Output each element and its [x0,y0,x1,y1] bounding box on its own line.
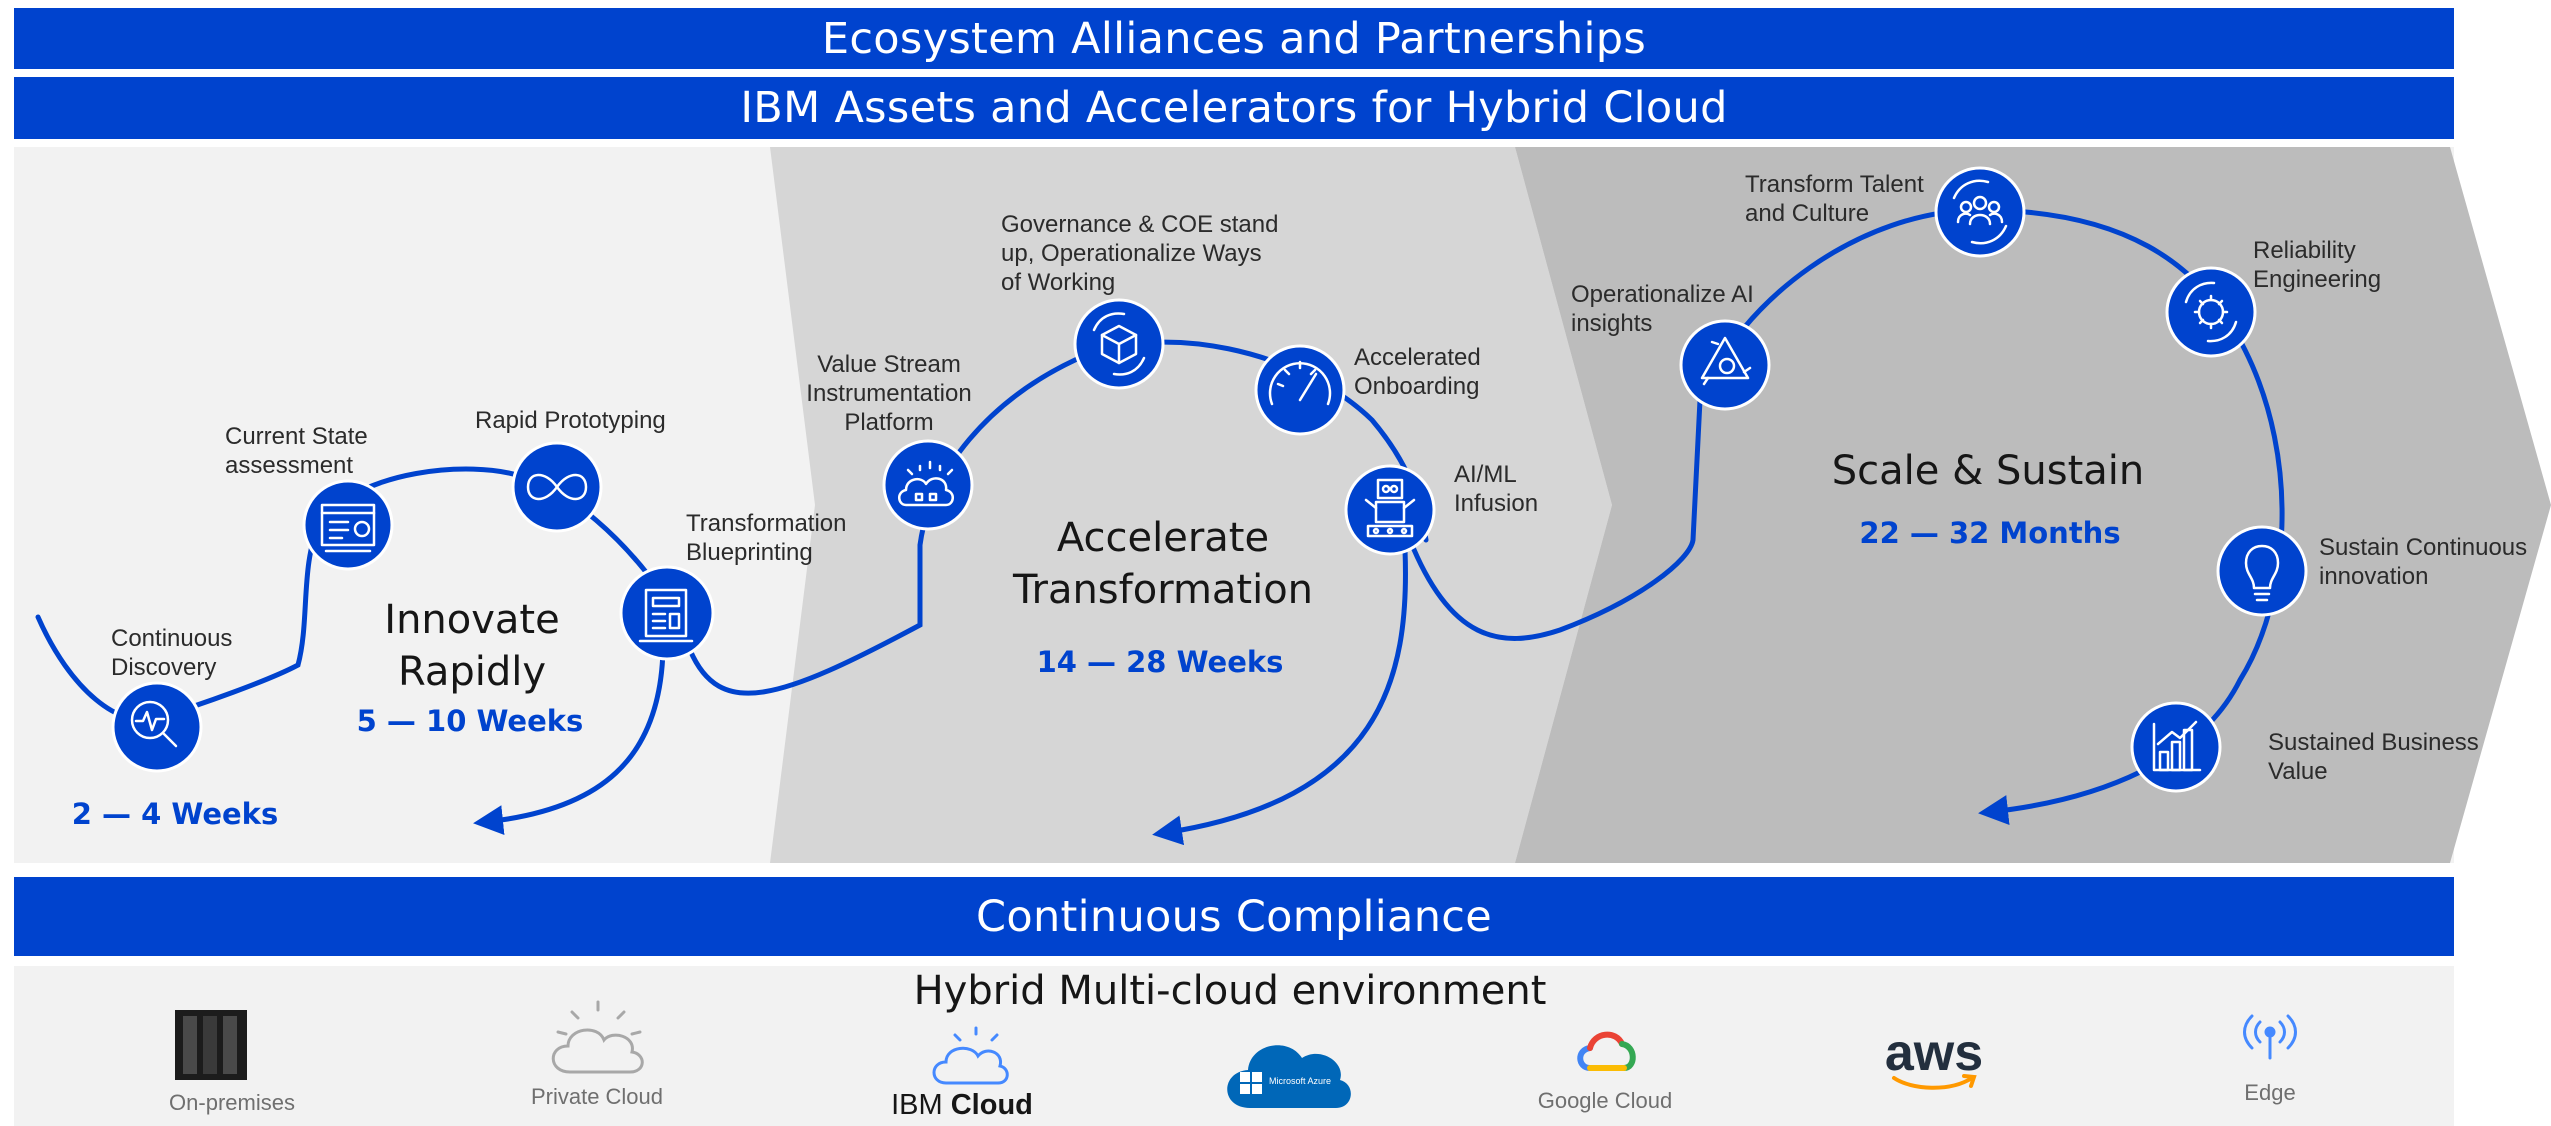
cloud-sun-icon [551,1000,644,1074]
step-label-onboarding-2: Onboarding [1354,373,1479,400]
stage-1-title-line1: Innovate [384,597,559,643]
step-label-sustain-innovation-2: innovation [2319,563,2428,590]
step-label-value-stream-1: Value Stream [817,351,961,378]
provider-label-private-cloud: Private Cloud [531,1084,663,1109]
compliance-band: Continuous Compliance [14,877,2454,956]
curve-bridge-1 [687,339,1429,696]
initial-duration: 2 — 4 Weeks [72,797,278,831]
step-label-current-state-2: assessment [225,452,353,479]
server-rack-icon [175,1010,247,1080]
step-label-governance-3: of Working [1001,269,1115,296]
step-label-aiml-1: AI/ML [1454,461,1517,488]
robot-icon [1344,464,1436,556]
step-label-business-value-1: Sustained Business [2268,729,2479,756]
step-label-blueprinting-1: Transformation [686,510,847,537]
stage-2-background [770,147,1612,863]
ecosystem-band: Ecosystem Alliances and Partnerships [14,8,2454,69]
stage-1-duration: 5 — 10 Weeks [357,704,584,738]
step-label-business-value-2: Value [2268,758,2328,785]
step-label-operationalize-ai-1: Operationalize AI [1571,281,1754,308]
stage-2-title-line2: Transformation [1012,567,1313,613]
provider-label-cloud: Cloud [951,1089,1033,1121]
step-label-sustain-innovation-1: Sustain Continuous [2319,534,2527,561]
people-cycle-icon [1934,166,2026,258]
environment-title: Hybrid Multi-cloud environment [914,968,1547,1014]
search-pulse-icon [111,681,203,773]
assets-band: IBM Assets and Accelerators for Hybrid C… [14,77,2454,139]
stage-2-title-line1: Accelerate [1057,515,1269,561]
step-label-governance-2: up, Operationalize Ways [1001,240,1262,267]
provider-label-ibm-cloud: IBM Cloud [891,1089,1033,1121]
step-label-onboarding-1: Accelerated [1354,344,1481,371]
aws-smile-icon [1892,1074,1977,1090]
step-label-talent-2: and Culture [1745,200,1869,227]
dashboard-icon [302,479,394,571]
curve-accelerate-return [1152,547,1408,846]
provider-label-edge: Edge [2244,1080,2295,1105]
step-label-talent-1: Transform Talent [1745,171,1924,198]
provider-label-azure: Microsoft Azure [1269,1076,1331,1086]
speedometer-icon [1254,344,1346,436]
provider-label-on-premises: On-premises [169,1090,295,1115]
azure-cloud-icon: Microsoft Azure [1227,1045,1351,1108]
growth-chart-icon [2130,701,2222,793]
provider-label-ibm: IBM [891,1089,943,1121]
stage-3-duration: 22 — 32 Months [1859,516,2120,550]
antenna-icon [2243,1014,2297,1060]
step-label-continuous-discovery-2: Discovery [111,654,216,681]
provider-label-aws: aws [1885,1024,1983,1082]
step-label-reliability-2: Engineering [2253,266,2381,293]
recycle-ai-icon [1679,319,1771,411]
provider-label-google-cloud: Google Cloud [1538,1088,1673,1113]
google-cloud-icon [1577,1031,1636,1071]
step-label-value-stream-3: Platform [844,409,933,436]
step-label-value-stream-2: Instrumentation [806,380,971,407]
step-label-governance-1: Governance & COE stand [1001,211,1278,238]
cube-cycle-icon [1073,298,1165,390]
step-label-operationalize-ai-2: insights [1571,310,1652,337]
step-label-continuous-discovery-1: Continuous [111,625,232,652]
infinity-icon [511,441,603,533]
stage-2-duration: 14 — 28 Weeks [1037,645,1284,679]
step-label-reliability-1: Reliability [2253,237,2356,264]
curve-innovate-return [473,647,666,836]
step-label-aiml-2: Infusion [1454,490,1538,517]
ibm-cloud-icon [932,1026,1009,1085]
step-label-current-state-1: Current State [225,423,368,450]
gear-cycle-icon [2165,266,2257,358]
stage-3-title: Scale & Sustain [1832,448,2144,494]
step-label-rapid-prototyping: Rapid Prototyping [475,407,666,434]
cloud-network-icon [882,439,974,531]
stage-1-title-line2: Rapidly [398,649,546,695]
stage-3-background [1515,147,2551,863]
lightbulb-icon [2216,525,2308,617]
blueprint-icon [619,565,715,661]
step-label-blueprinting-2: Blueprinting [686,539,813,566]
